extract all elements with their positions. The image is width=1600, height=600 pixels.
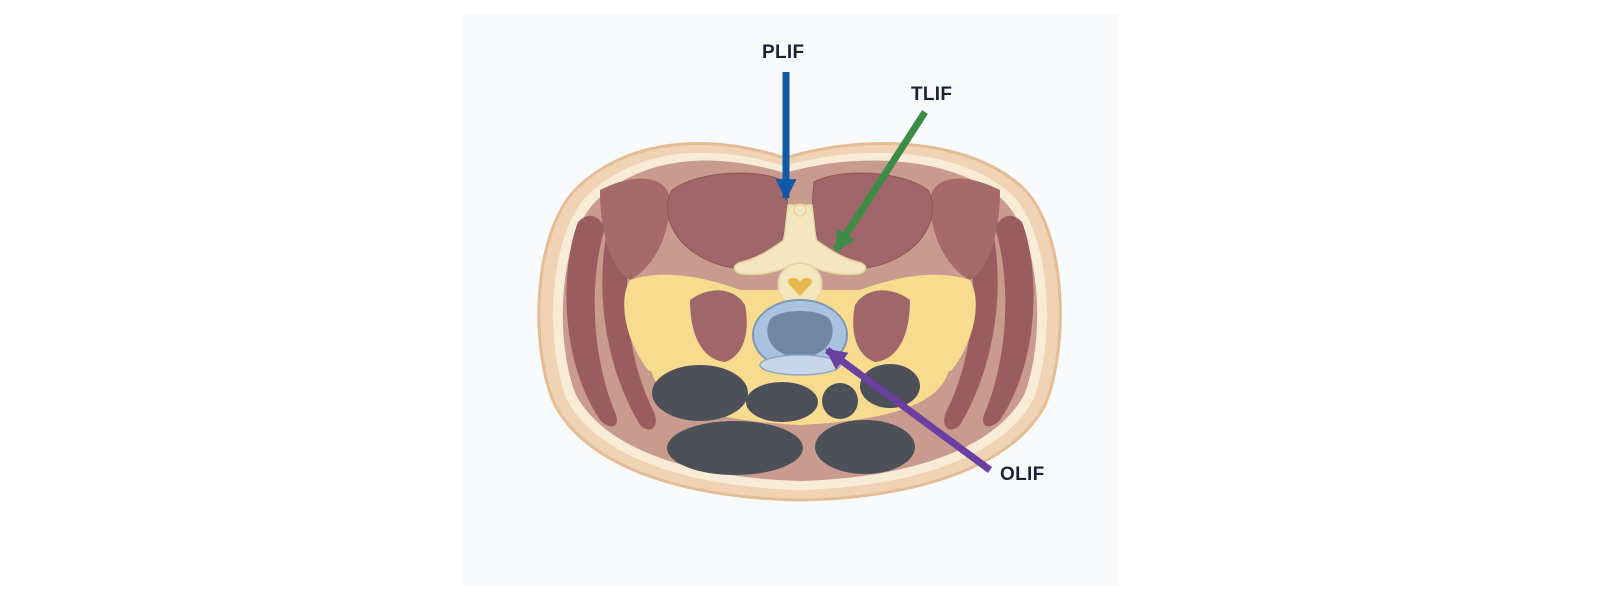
left-oblique-muscle [566,215,617,427]
bowel-loop-4 [860,364,920,408]
left-psoas-muscle [690,290,747,362]
olif-label: OLIF [1000,464,1045,485]
spinous-process-tip [793,203,807,217]
disc-ring [759,354,841,376]
bowel-loop-2 [746,382,818,422]
tlif-label: TLIF [911,84,953,105]
tlif-arrow [833,110,928,252]
right-psoas-muscle [853,290,910,362]
bowel-loop-5 [667,421,803,475]
olif-arrow [824,347,993,473]
bowel-loop-3 [822,383,858,419]
right-oblique-muscle [983,215,1034,427]
bowel-loop-1 [652,365,748,421]
spinal-cord [788,277,812,296]
left-quadratus-lumborum [600,178,670,280]
plif-label: PLIF [762,42,805,63]
right-quadratus-lumborum [930,178,1000,280]
nucleus-pulposus [767,311,833,358]
bowel-loop-6 [815,420,915,474]
